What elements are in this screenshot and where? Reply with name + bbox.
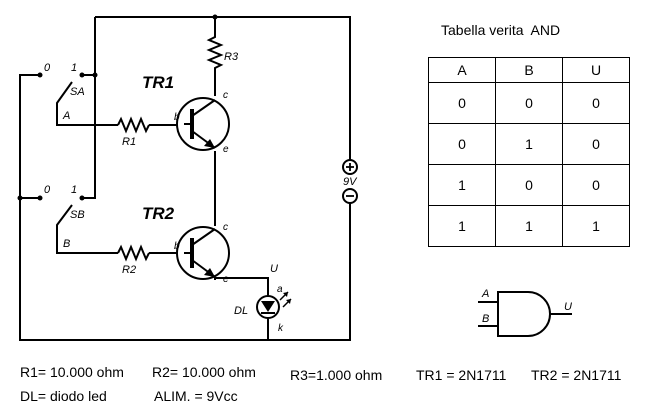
truth-table-cell: 1: [562, 205, 630, 247]
spec-r2: R2= 10.000 ohm: [152, 364, 256, 380]
truth-table-cell: 0: [562, 123, 630, 165]
switch-sa-zero-lead: [19, 74, 40, 200]
and-gate-symbol: [478, 291, 572, 337]
wire-a-to-r1: [56, 110, 118, 126]
truth-table-cell: 0: [428, 123, 496, 165]
truth-table-cell: 0: [562, 82, 630, 124]
truth-table-row: 1 0 0: [428, 164, 630, 206]
switch-sa-one-lead: [82, 17, 96, 76]
truth-table-cell: 0: [495, 82, 563, 124]
tr2-collector-label: c: [223, 222, 228, 233]
switch-contacts: [17, 14, 218, 201]
top-rail-wire: [95, 16, 351, 160]
switch-sa-lever: [56, 81, 73, 110]
sb-pos1-label: 1: [71, 184, 77, 196]
truth-table-header: B: [495, 57, 563, 83]
r2-label: R2: [122, 264, 136, 276]
led-diode: [256, 291, 292, 319]
led-name-label: DL: [234, 305, 248, 317]
truth-table-row: 0 1 0: [428, 123, 630, 165]
sb-pos0-label: 0: [44, 184, 51, 196]
wire-b-to-r2: [56, 234, 118, 254]
switch-sb-one-lead: [82, 75, 96, 199]
spec-tr1: TR1 = 2N1711: [416, 367, 507, 383]
truth-table-cell: 1: [495, 205, 563, 247]
bottom-rail-wire: [19, 200, 351, 341]
sa-name-label: SA: [70, 86, 85, 98]
tr1-transistor: [176, 97, 230, 151]
led-anode-label: a: [277, 284, 283, 295]
r3-label: R3: [224, 51, 239, 63]
truth-table-row: 0 0 0: [428, 82, 630, 124]
spec-tr2: TR2 = 2N1711: [531, 367, 622, 383]
and-gate-output-label: U: [564, 301, 572, 313]
spec-alim: ALIM. = 9Vcc: [154, 388, 238, 404]
r2-resistor: [117, 244, 150, 262]
sa-pos0-label: 0: [44, 62, 51, 74]
truth-table-cell: 0: [562, 164, 630, 206]
truth-table-cell: 1: [428, 164, 496, 206]
tr1-base-label: b: [174, 112, 180, 123]
switch-sb-lever: [56, 204, 73, 234]
tr2-label: TR2: [142, 204, 175, 223]
tr2-base-label: b: [174, 241, 180, 252]
truth-table-cell: 1: [428, 205, 496, 247]
r3-resistor: [206, 17, 224, 96]
tr2-emitter-label: e: [223, 274, 229, 285]
truth-table-cell: 0: [428, 82, 496, 124]
and-gate-input-a-label: A: [481, 288, 489, 300]
tr1-collector-label: c: [223, 90, 228, 101]
wire-tr2-emitter-to-led: [214, 277, 269, 296]
sb-name-label: SB: [70, 209, 85, 221]
truth-table-header: U: [562, 57, 630, 83]
truth-table: A B U 0 0 0 0 1 0 1 0 0 1 1 1: [428, 57, 630, 247]
r1-resistor: [117, 116, 150, 134]
truth-table-header-row: A B U: [428, 57, 630, 83]
r1-label: R1: [122, 136, 136, 148]
spec-dl: DL= diodo led: [20, 388, 107, 404]
spec-r3: R3=1.000 ohm: [290, 367, 383, 383]
truth-table-cell: 1: [495, 123, 563, 165]
battery-9v: [342, 159, 358, 204]
input-b-label: B: [63, 238, 70, 250]
battery-voltage-label: 9V: [343, 176, 358, 188]
led-cathode-label: k: [278, 323, 284, 334]
and-gate-input-b-label: B: [482, 313, 489, 325]
sa-pos1-label: 1: [71, 62, 77, 74]
tr2-transistor: [176, 226, 230, 280]
spec-r1: R1= 10.000 ohm: [20, 364, 124, 380]
input-a-label: A: [62, 110, 70, 122]
tr1-emitter-label: e: [223, 144, 229, 155]
truth-table-header: A: [428, 57, 496, 83]
led-output-label: U: [270, 263, 278, 275]
tr1-label: TR1: [142, 73, 174, 92]
truth-table-cell: 0: [495, 164, 563, 206]
truth-table-title: Tabella verita AND: [441, 22, 561, 38]
truth-table-row: 1 1 1: [428, 205, 630, 247]
